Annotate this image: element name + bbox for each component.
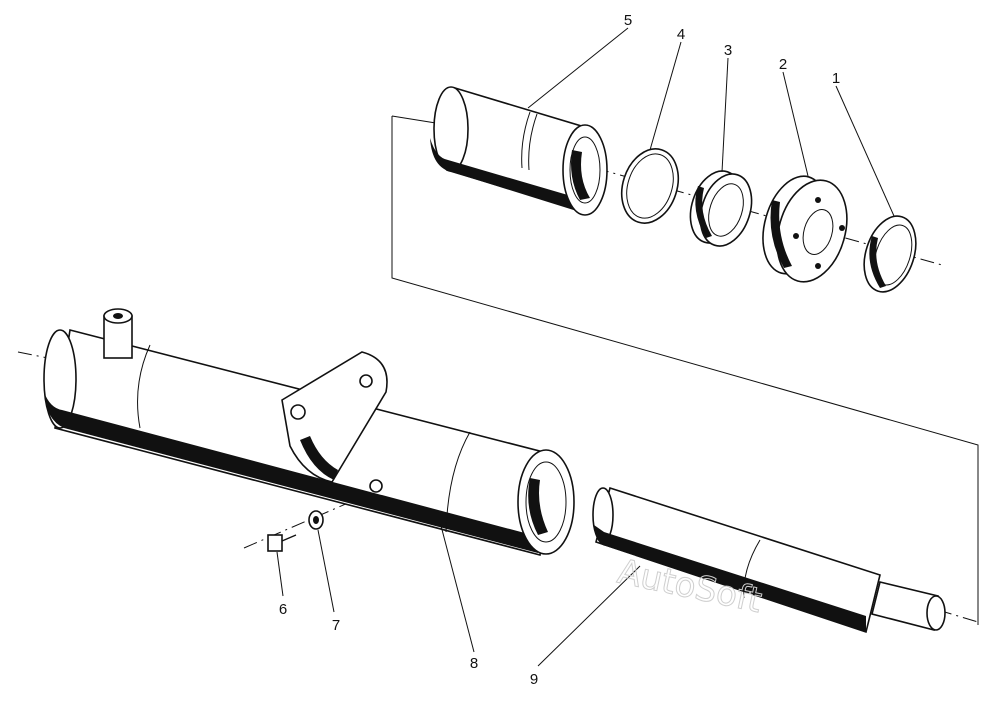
callout-1: 1 xyxy=(832,70,840,87)
callout-7: 7 xyxy=(332,617,340,634)
leader-lines xyxy=(276,27,895,667)
part-6-screw xyxy=(267,534,297,552)
callout-5: 5 xyxy=(624,12,632,29)
part-2-flange-nut xyxy=(762,175,848,283)
part-4-ring xyxy=(620,148,680,224)
callout-3: 3 xyxy=(724,42,732,59)
part-7-washer xyxy=(308,510,324,530)
callout-8: 8 xyxy=(470,655,478,672)
part-5-sleeve xyxy=(430,86,608,216)
callout-9: 9 xyxy=(530,671,538,688)
callout-labels: 5 4 3 2 1 6 7 8 9 xyxy=(279,12,840,688)
part-1-snap-ring xyxy=(863,215,917,293)
callout-2: 2 xyxy=(779,56,787,73)
callout-4: 4 xyxy=(677,26,685,43)
part-3-bushing xyxy=(689,170,753,247)
cylinder-flange xyxy=(281,351,388,483)
part-9-piston-rod xyxy=(592,486,946,634)
callout-6: 6 xyxy=(279,601,287,618)
